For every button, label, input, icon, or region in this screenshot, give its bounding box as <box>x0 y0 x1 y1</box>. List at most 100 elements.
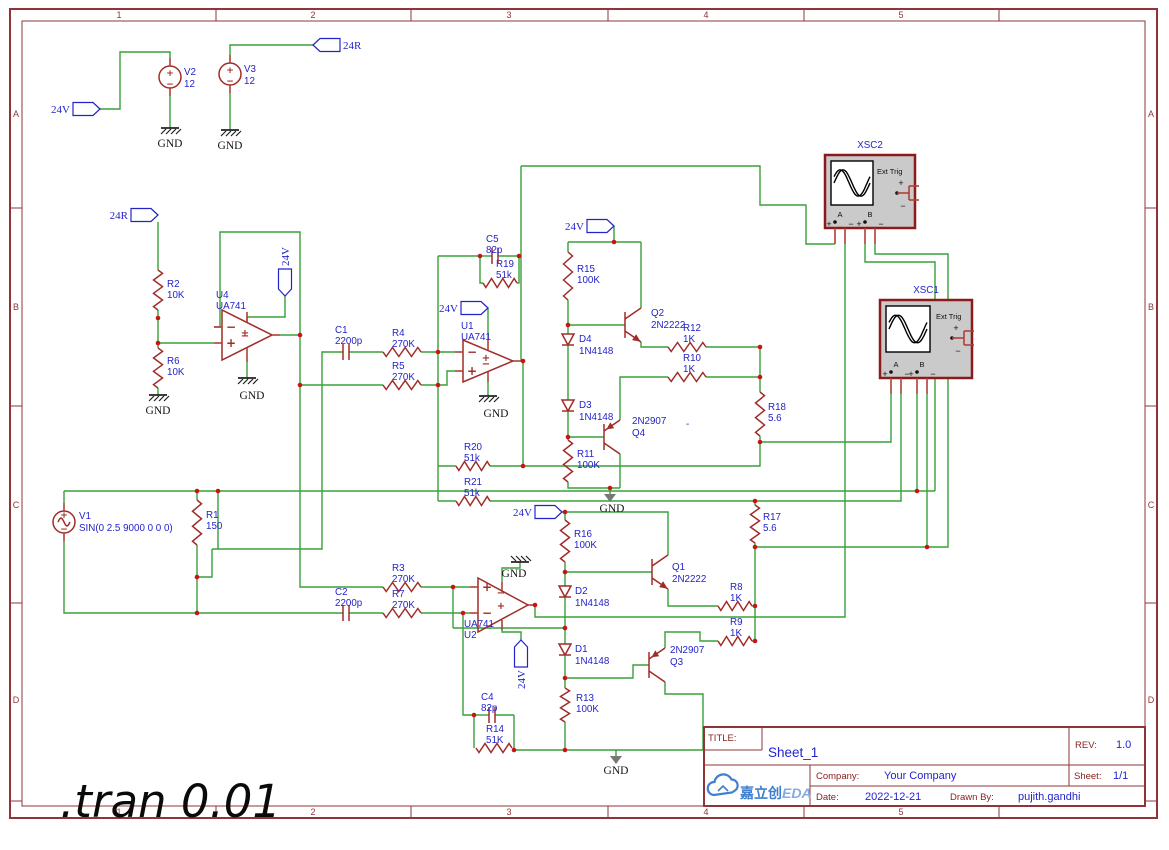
spice-directive[interactable]: .tran 0.01 <box>60 775 281 828</box>
wire[interactable] <box>667 589 718 607</box>
wire[interactable] <box>501 562 521 582</box>
wire[interactable] <box>212 351 343 550</box>
wire[interactable] <box>63 541 343 614</box>
wire[interactable] <box>517 256 520 284</box>
wire[interactable] <box>501 630 522 640</box>
svg-text:+: + <box>856 219 861 229</box>
svg-text:−: − <box>900 201 905 211</box>
wire[interactable] <box>562 511 669 555</box>
titleblock-title_value[interactable]: Sheet_1 <box>768 745 818 760</box>
wire[interactable] <box>664 682 704 750</box>
titleblock-drawn_value[interactable]: pujith.gandhi <box>1018 791 1080 803</box>
net-label-24V[interactable]: 24V <box>513 639 529 689</box>
net-label-24V[interactable]: 24V <box>439 300 489 316</box>
wire[interactable] <box>567 482 620 489</box>
titleblock-sheet_value[interactable]: 1/1 <box>1113 770 1128 782</box>
wire[interactable] <box>490 394 902 502</box>
svg-text:D: D <box>13 695 20 705</box>
svg-text:+: + <box>882 369 887 379</box>
net-label-24V[interactable]: 24V <box>51 101 101 117</box>
svg-text:−: − <box>226 320 236 334</box>
wire[interactable] <box>246 296 286 322</box>
wire[interactable] <box>462 613 474 716</box>
gnd-symbol: GND <box>502 555 532 580</box>
svg-text:1K: 1K <box>730 628 742 639</box>
svg-text:2200p: 2200p <box>335 598 363 609</box>
wire[interactable] <box>640 342 668 348</box>
svg-text:V1: V1 <box>79 511 91 522</box>
wires[interactable] <box>63 44 949 756</box>
svg-text:5.6: 5.6 <box>763 523 777 534</box>
svg-text:−: − <box>482 359 490 370</box>
net-label-24R[interactable]: 24R <box>312 37 362 53</box>
wire[interactable] <box>534 244 846 618</box>
titleblock-company_value[interactable]: Your Company <box>884 770 957 782</box>
wire[interactable] <box>479 256 483 284</box>
titleblock-rev_value[interactable]: 1.0 <box>1116 739 1131 751</box>
net-label-24V[interactable]: 24V <box>513 504 563 520</box>
svg-text:R16: R16 <box>574 529 593 540</box>
wire[interactable] <box>197 549 213 578</box>
wire[interactable] <box>100 51 171 110</box>
wire[interactable] <box>229 44 313 55</box>
wire[interactable] <box>664 631 718 648</box>
wire[interactable] <box>521 165 835 245</box>
titleblock-date_value[interactable]: 2022-12-21 <box>865 791 921 803</box>
net-label-24V[interactable]: 24V <box>277 247 293 297</box>
svg-text:UA741: UA741 <box>464 619 494 630</box>
wire[interactable] <box>565 664 649 679</box>
net-label-24R[interactable]: 24R <box>110 207 159 223</box>
wire[interactable] <box>299 335 383 588</box>
wire[interactable] <box>760 394 892 443</box>
wire[interactable] <box>490 436 761 467</box>
net-label-24V[interactable]: 24V <box>565 218 615 234</box>
svg-text:Q2: Q2 <box>651 308 664 319</box>
wire[interactable] <box>619 376 668 420</box>
wire[interactable] <box>706 346 761 392</box>
wire[interactable] <box>421 370 455 386</box>
